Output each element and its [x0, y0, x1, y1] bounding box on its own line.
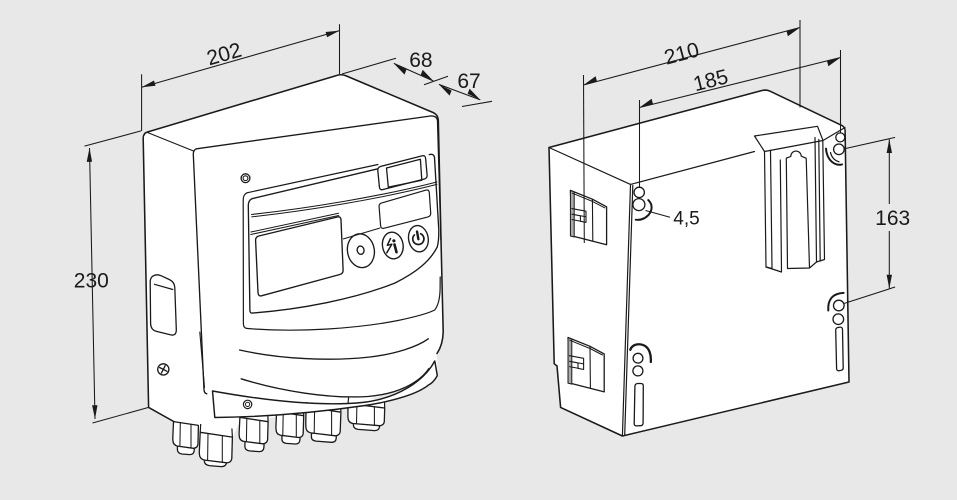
svg-text:4,5: 4,5: [673, 209, 699, 230]
svg-text:67: 67: [457, 70, 480, 93]
svg-text:163: 163: [875, 207, 910, 230]
svg-text:68: 68: [409, 49, 432, 72]
svg-text:230: 230: [74, 270, 109, 293]
